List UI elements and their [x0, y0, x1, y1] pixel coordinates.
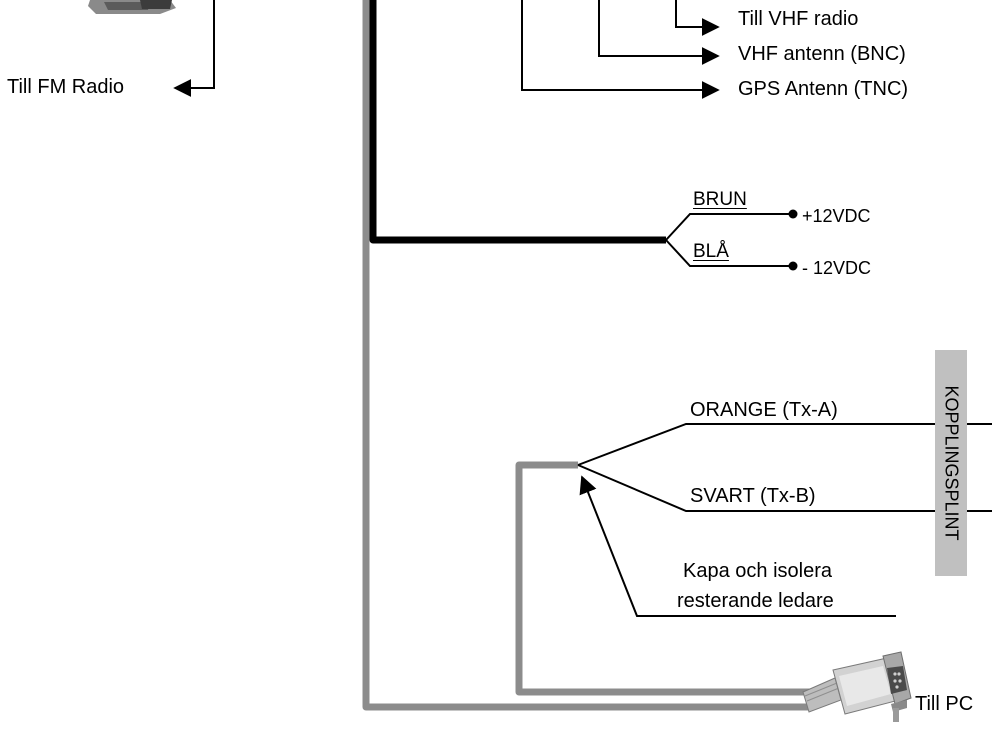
black-power-cable — [369, 0, 666, 244]
brun-label: BRUN — [693, 189, 747, 210]
orange-tx-a-label: ORANGE (Tx-A) — [690, 399, 838, 421]
bla-label: BLÅ — [693, 241, 729, 262]
minus-12vdc-label: - 12VDC — [802, 258, 872, 278]
gray-main-cable — [362, 0, 810, 711]
gray-data-cable — [515, 461, 810, 696]
orange-wire — [577, 423, 992, 466]
brun-wire — [665, 213, 792, 241]
svart-tx-b-label: SVART (Tx-B) — [690, 485, 816, 507]
db9-serial-connector-icon — [802, 651, 912, 722]
gps-antenna-wire — [521, 0, 720, 99]
vhf-antenn-label: VHF antenn (BNC) — [738, 43, 906, 65]
fm-radio-connector-icon — [88, 0, 176, 14]
vhf-antenna-wire — [598, 0, 720, 65]
till-fm-radio-label: Till FM Radio — [7, 76, 125, 98]
kapa-line2-label: resterande ledare — [677, 590, 834, 612]
till-pc-label: Till PC — [915, 693, 974, 715]
plus-12vdc-label: +12VDC — [802, 206, 871, 226]
kopplingsplint-label: KOPPLINGSPLINT — [941, 385, 962, 541]
minus-terminal-dot — [788, 261, 798, 271]
gps-antenn-label: GPS Antenn (TNC) — [738, 78, 909, 100]
fm-radio-wire — [173, 0, 215, 97]
svart-wire — [577, 464, 992, 512]
kapa-pointer — [579, 475, 896, 617]
vhf-radio-wire — [675, 0, 720, 36]
plus-terminal-dot — [788, 209, 798, 219]
kopplingsplint-block: KOPPLINGSPLINT — [935, 350, 967, 576]
till-vhf-radio-label: Till VHF radio — [738, 8, 859, 30]
bla-wire — [665, 239, 792, 267]
kapa-line1-label: Kapa och isolera — [683, 560, 832, 582]
